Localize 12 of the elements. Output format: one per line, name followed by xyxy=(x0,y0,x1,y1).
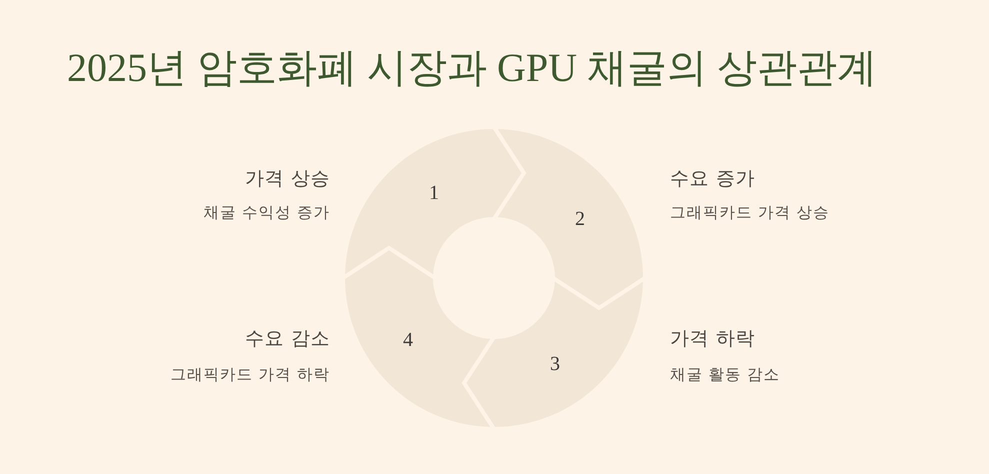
step-description: 그래픽카드 가격 상승 xyxy=(670,204,830,222)
step-heading: 가격 상승 xyxy=(244,168,330,190)
step-heading: 수요 감소 xyxy=(244,328,330,350)
step-description: 채굴 수익성 증가 xyxy=(204,204,330,222)
step-number: 1 xyxy=(429,183,439,203)
step-number: 4 xyxy=(403,330,413,350)
step-description: 채굴 활동 감소 xyxy=(670,366,780,384)
step-number: 2 xyxy=(575,209,585,229)
step-description: 그래픽카드 가격 하락 xyxy=(170,366,330,384)
step-heading: 수요 증가 xyxy=(670,168,756,190)
step-heading: 가격 하락 xyxy=(670,328,756,350)
diagram-title: 2025년 암호화폐 시장과 GPU 채굴의 상관관계 xyxy=(67,45,878,91)
